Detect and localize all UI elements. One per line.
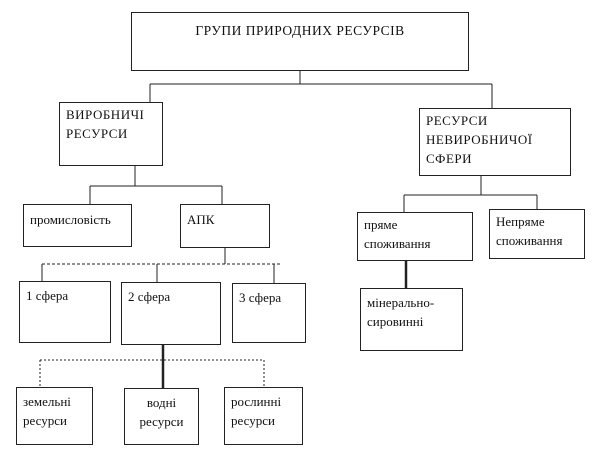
node-indirect-consumption: Непряме споживання bbox=[489, 209, 585, 259]
node-apk: АПК bbox=[180, 204, 270, 248]
node-sphere-3: 3 сфера bbox=[232, 283, 306, 343]
node-water-resources: водні ресурси bbox=[124, 388, 199, 445]
node-sphere-1: 1 сфера bbox=[19, 281, 111, 343]
node-land-resources: земельні ресурси bbox=[16, 387, 93, 445]
node-sphere-2: 2 сфера bbox=[121, 282, 221, 345]
node-mineral-raw-materials: мінерально- сировинні bbox=[360, 288, 463, 351]
node-plant-resources: рослинні ресурси bbox=[224, 387, 303, 445]
node-direct-consumption: пряме споживання bbox=[357, 212, 473, 261]
node-industry: промисловість bbox=[23, 204, 132, 247]
node-production-resources: ВИРОБНИЧІ РЕСУРСИ bbox=[59, 102, 163, 166]
root-node-natural-resource-groups: ГРУПИ ПРИРОДНИХ РЕСУРСІВ bbox=[131, 12, 469, 71]
node-nonproduction-resources: РЕСУРСИ НЕВИРОБНИЧОЇ СФЕРИ bbox=[419, 108, 571, 176]
